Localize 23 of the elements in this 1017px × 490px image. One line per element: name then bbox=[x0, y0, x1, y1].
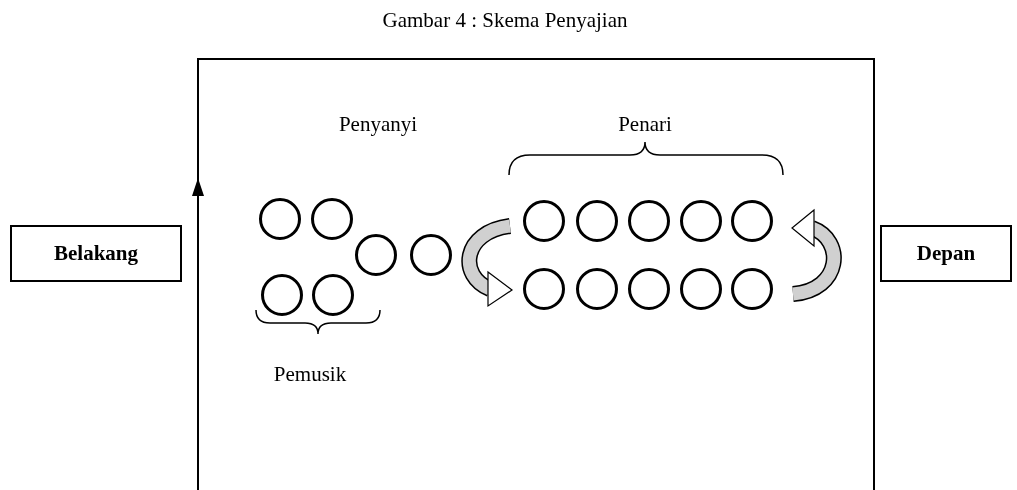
person-circle bbox=[576, 268, 618, 310]
person-circle bbox=[731, 268, 773, 310]
person-circle bbox=[311, 198, 353, 240]
group-label: Penari bbox=[618, 112, 672, 137]
person-circle bbox=[410, 234, 452, 276]
diagram-title: Gambar 4 : Skema Penyajian bbox=[382, 8, 628, 33]
person-circle bbox=[355, 234, 397, 276]
group-label: Penyanyi bbox=[338, 112, 418, 137]
label-box: Belakang bbox=[10, 225, 182, 282]
label-box: Depan bbox=[880, 225, 1012, 282]
person-circle bbox=[261, 274, 303, 316]
person-circle bbox=[628, 200, 670, 242]
person-circle bbox=[312, 274, 354, 316]
person-circle bbox=[523, 200, 565, 242]
person-circle bbox=[731, 200, 773, 242]
person-circle bbox=[259, 198, 301, 240]
group-label: Pemusik bbox=[273, 362, 347, 387]
person-circle bbox=[628, 268, 670, 310]
stage-outline bbox=[197, 58, 875, 490]
person-circle bbox=[680, 200, 722, 242]
person-circle bbox=[523, 268, 565, 310]
person-circle bbox=[680, 268, 722, 310]
person-circle bbox=[576, 200, 618, 242]
